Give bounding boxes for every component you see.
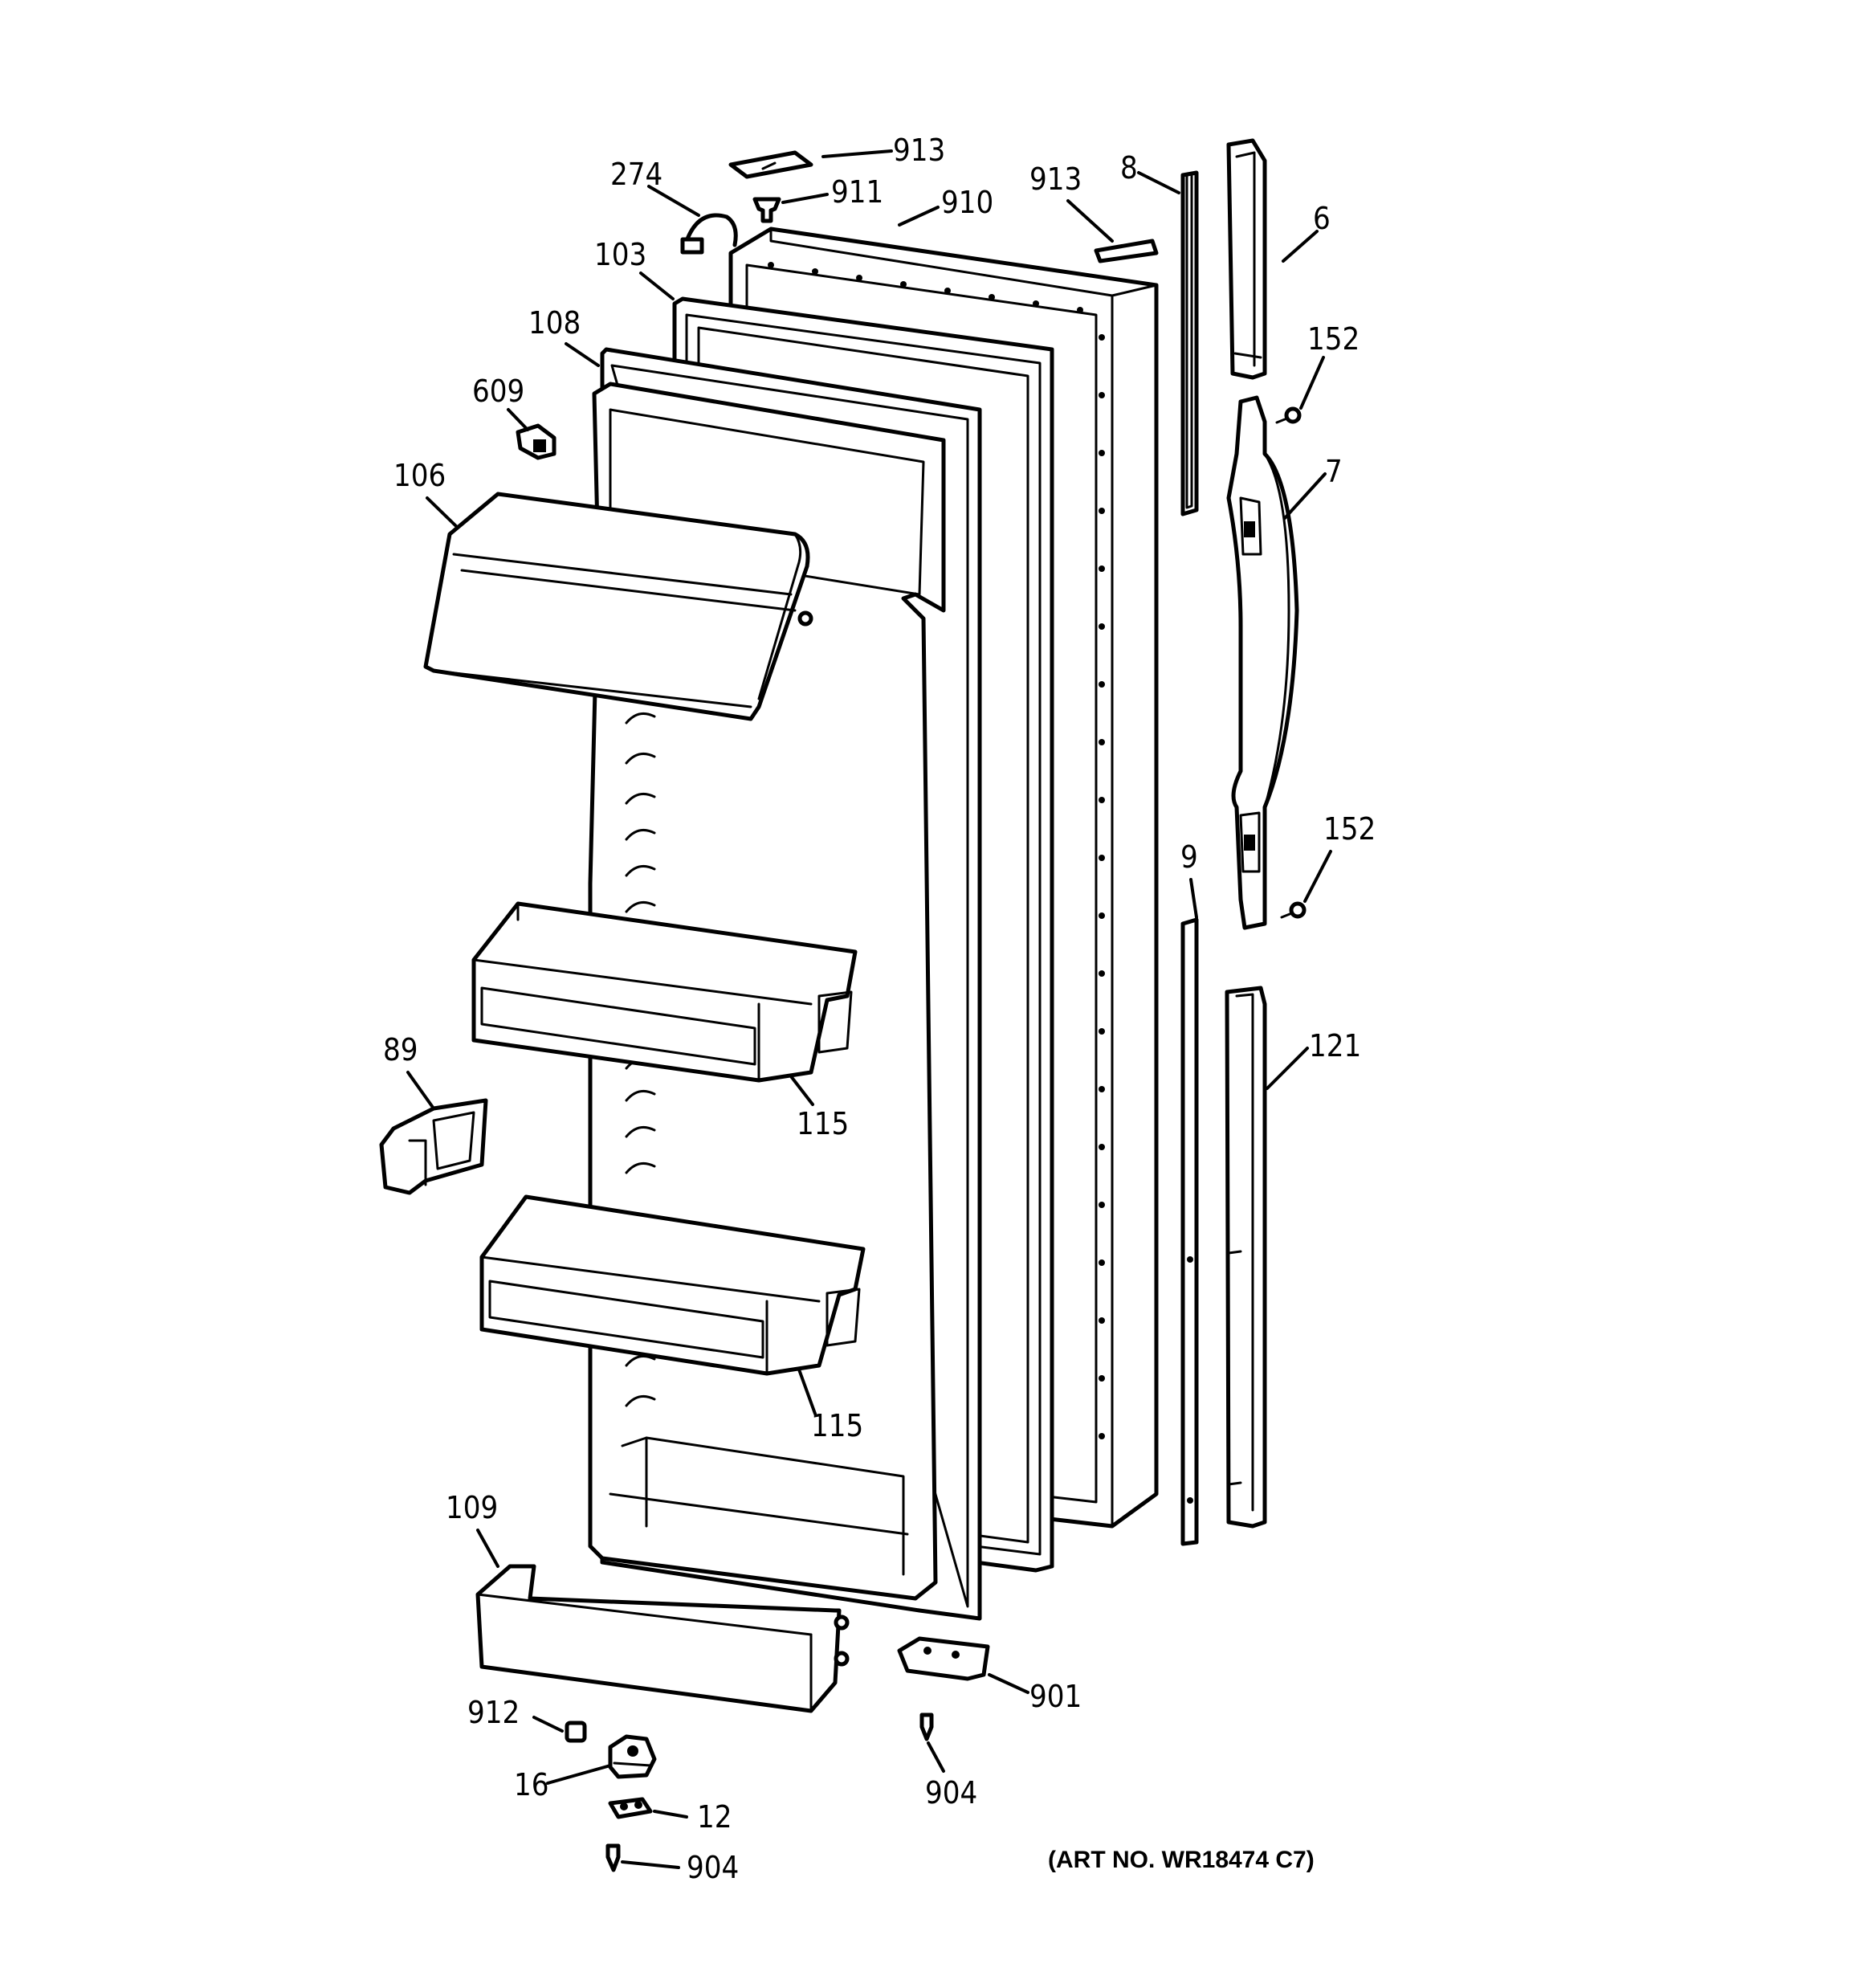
callout-913-top: 913 (893, 133, 945, 168)
panel-hole (1099, 855, 1105, 861)
panel-hole (1099, 1375, 1105, 1382)
panel-hole (812, 268, 818, 275)
screw-152-upper (1275, 406, 1302, 424)
panel-hole (1099, 1086, 1105, 1092)
panel-hole (1099, 739, 1105, 745)
panel-hole (944, 288, 951, 294)
panel-hole (1099, 1144, 1105, 1150)
hinge-16 (608, 1734, 657, 1779)
door-shelf-115-upper (471, 901, 858, 1083)
panel-hole (1099, 392, 1105, 398)
callout-913-side: 913 (1029, 161, 1082, 197)
trim-8 (1180, 170, 1199, 516)
panel-hole (1099, 1259, 1105, 1266)
panel-hole (1099, 450, 1105, 456)
panel-hole (856, 275, 862, 281)
callout-9: 9 (1180, 839, 1198, 875)
harness-274 (680, 213, 738, 255)
handle-7 (1226, 395, 1299, 930)
callout-109: 109 (446, 1490, 498, 1525)
shelf-support-hook (625, 752, 656, 765)
callout-106: 106 (393, 458, 446, 493)
callout-12: 12 (697, 1799, 732, 1835)
callout-904-left: 904 (687, 1850, 739, 1885)
callout-274: 274 (610, 157, 662, 192)
switch-609 (516, 423, 556, 460)
panel-hole (1099, 1317, 1105, 1324)
shelf-support-hook (625, 900, 656, 913)
callout-89: 89 (383, 1032, 418, 1067)
screw-152-lower (1280, 901, 1307, 919)
cover-913-top (728, 150, 813, 179)
panel-hole (1099, 1028, 1105, 1035)
callout-912: 912 (467, 1695, 520, 1730)
shelf-support-hook (625, 1125, 656, 1138)
panel-hole (1099, 1433, 1105, 1439)
panel-hole (1099, 970, 1105, 977)
screw-904-right (919, 1712, 934, 1741)
art-number: (ART NO. WR18474 C7) (1048, 1847, 1315, 1873)
hinge-cover-901 (897, 1636, 990, 1681)
cap-911 (752, 197, 781, 223)
handle-cap-6 (1226, 138, 1267, 380)
panel-hole (1099, 565, 1105, 572)
panel-hole (1099, 912, 1105, 919)
shelf-support-hook (625, 1089, 656, 1102)
bracket-12 (608, 1797, 653, 1819)
callout-labels: 913 274 911 910 913 8 6 103 108 152 609 … (383, 133, 1376, 1885)
screw-904-left (605, 1843, 621, 1872)
panel-hole (1099, 623, 1105, 630)
panel-hole (900, 281, 907, 288)
callout-910: 910 (941, 185, 993, 220)
callout-103: 103 (594, 237, 646, 272)
bushing-912 (565, 1721, 587, 1743)
shelf-support-hook (625, 1354, 656, 1367)
panel-hole (1099, 797, 1105, 803)
shelf-support-hook (625, 864, 656, 877)
panel-hole (1099, 508, 1105, 514)
callout-8: 8 (1120, 150, 1138, 186)
shelf-bracket-89 (379, 1098, 488, 1195)
shelf-support-hook (625, 712, 656, 725)
dairy-compartment-106 (423, 492, 813, 721)
callout-115-lower: 115 (811, 1408, 863, 1443)
panel-hole (1099, 681, 1105, 688)
callout-152-upper: 152 (1307, 321, 1360, 357)
panel-hole (1033, 300, 1039, 307)
shelf-support-hook (625, 1394, 656, 1407)
shelf-support-hook (625, 828, 656, 841)
callout-609: 609 (472, 374, 524, 409)
callout-901: 901 (1029, 1679, 1082, 1714)
panel-hole (1077, 307, 1083, 313)
shelf-support-hook (625, 792, 656, 805)
panel-hole (1099, 334, 1105, 341)
callout-121: 121 (1309, 1028, 1361, 1063)
callout-108: 108 (528, 305, 581, 341)
trim-9 (1180, 917, 1199, 1546)
panel-hole (768, 262, 774, 268)
handle-trim-121 (1225, 986, 1267, 1529)
callout-152-lower: 152 (1323, 811, 1376, 847)
door-bin-109 (475, 1564, 850, 1713)
callout-7: 7 (1325, 454, 1343, 489)
callout-911: 911 (831, 174, 883, 210)
callout-904-right: 904 (925, 1775, 977, 1810)
panel-hole (989, 294, 995, 300)
leader-lines (406, 149, 1332, 1869)
callout-115-upper: 115 (797, 1106, 849, 1141)
cover-913-side (1094, 239, 1159, 263)
callout-16: 16 (514, 1767, 549, 1802)
shelf-support-hook (625, 1161, 656, 1174)
door-shelf-115-lower (479, 1194, 866, 1376)
panel-hole (1099, 1202, 1105, 1208)
callout-6: 6 (1313, 201, 1331, 236)
